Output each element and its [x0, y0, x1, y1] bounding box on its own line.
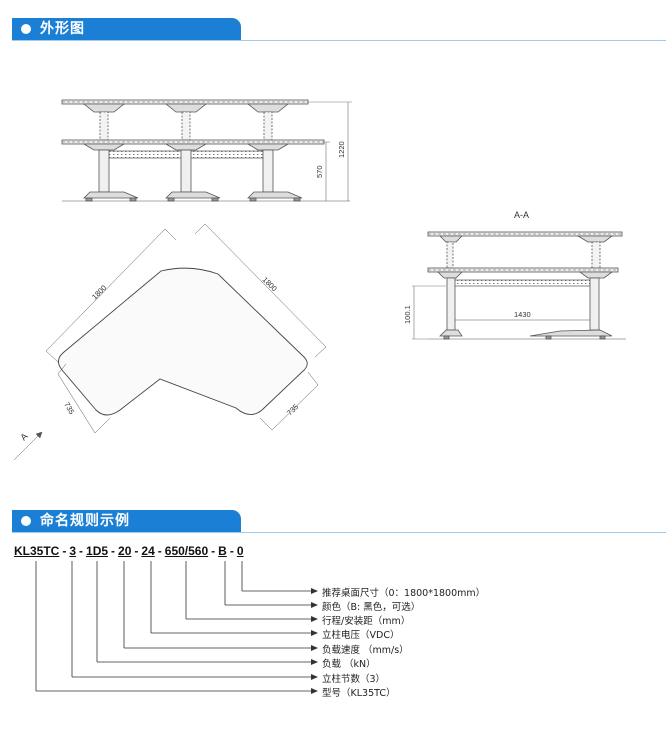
leader-arrow-icons	[311, 588, 318, 694]
code-separator: -	[211, 544, 216, 558]
code-separator: -	[157, 544, 162, 558]
legend-stroke: 行程/安装距（mm）	[322, 616, 411, 627]
bullet-icon	[21, 24, 31, 34]
code-separator: -	[229, 544, 234, 558]
legend-load: 负载 （kN）	[322, 659, 376, 670]
dimension-height-min: 570	[315, 165, 324, 178]
model-code: KL35TC-3-1D5-20-24-650/560-B-0	[14, 544, 244, 558]
legend-stages: 立柱节数（3）	[322, 674, 386, 685]
legend-desk-size: 推荐桌面尺寸（0：1800*1800mm）	[322, 588, 486, 599]
section-label: A-A	[514, 210, 529, 220]
section-dimension-width: 1430	[514, 310, 531, 319]
view-arrow-label: A	[18, 431, 29, 442]
legend-model: 型号（KL35TC）	[322, 688, 396, 699]
bullet-icon	[21, 516, 31, 526]
code-separator: -	[134, 544, 139, 558]
code-segment-speed: 20	[118, 544, 132, 558]
section-title: 外形图	[40, 21, 85, 37]
dimension-depth-left: 735	[62, 401, 76, 416]
code-separator: -	[111, 544, 116, 558]
section-dimension-height: 100.1	[403, 305, 412, 324]
front-elevation-view	[61, 99, 352, 202]
code-segment-load: 1D5	[86, 544, 109, 558]
code-segment-voltage: 24	[141, 544, 155, 558]
legend-voltage: 立柱电压（VDC）	[322, 630, 400, 641]
dimension-side-right: 1800	[261, 275, 279, 293]
code-segment-stroke: 650/560	[164, 544, 209, 558]
section-header-naming: 命名规则示例	[12, 510, 241, 532]
code-segment-stages: 3	[69, 544, 77, 558]
section-title: 命名规则示例	[40, 513, 130, 529]
top-view-l-shape	[58, 267, 308, 416]
code-separator: -	[62, 544, 67, 558]
section-a-a-view	[412, 231, 626, 340]
code-segment-color: B	[218, 544, 227, 558]
legend-color: 颜色（B: 黑色，可选）	[322, 602, 421, 613]
top-view-dimension-lines	[13, 223, 327, 461]
code-separator: -	[79, 544, 84, 558]
section-header-outline: 外形图	[12, 18, 241, 40]
section-divider	[12, 40, 666, 41]
naming-leader-lines	[35, 561, 312, 692]
code-segment-desk-size: 0	[236, 544, 244, 558]
dimension-height-max: 1220	[337, 141, 346, 158]
section-divider	[12, 532, 666, 533]
legend-speed: 负载速度 （mm/s）	[322, 645, 409, 656]
code-segment-model: KL35TC	[14, 544, 60, 558]
dimension-side-left: 1800	[90, 283, 108, 301]
